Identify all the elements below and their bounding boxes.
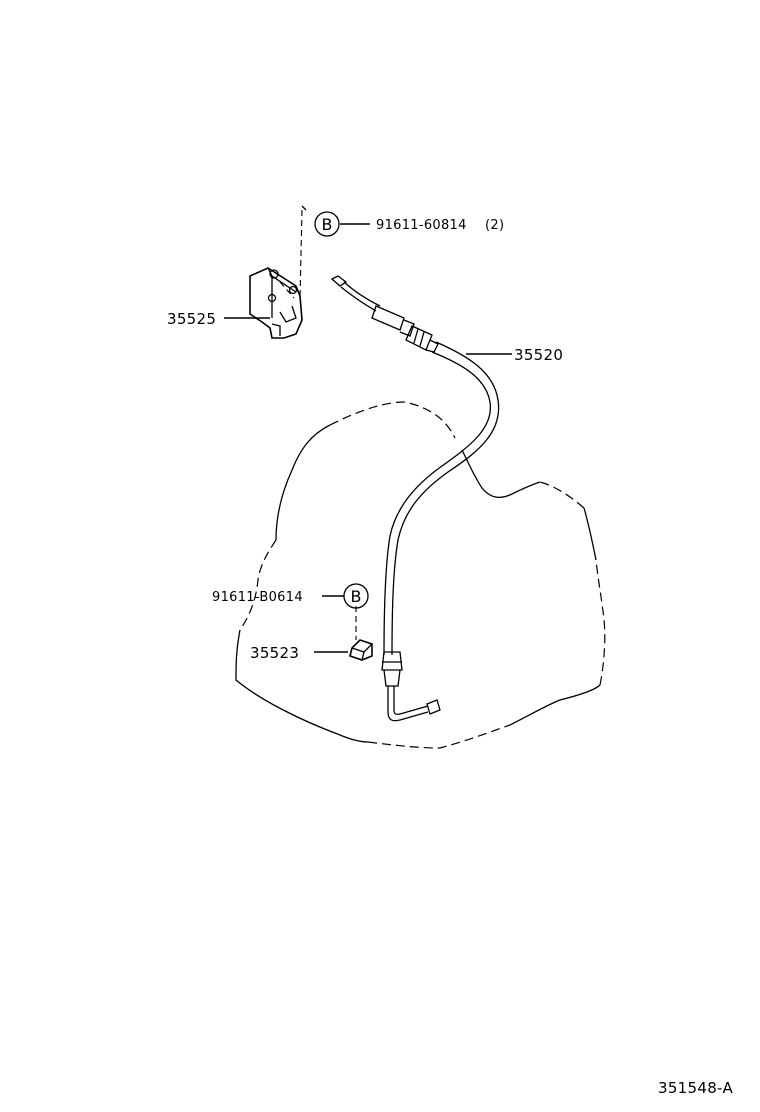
transmission-housing-outline	[235, 401, 606, 749]
callout-bolt-bottom: 91611-B0614	[212, 590, 303, 605]
callout-35520: 35520	[514, 346, 563, 364]
callout-35523: 35523	[250, 644, 299, 662]
throttle-cable-35520	[330, 275, 500, 722]
leader-lines	[224, 223, 512, 653]
badge-bottom-circle	[343, 583, 369, 609]
badge-bottom-letter: B	[351, 587, 362, 606]
figure-id: 351548-A	[658, 1079, 733, 1097]
bracket-35525	[249, 205, 307, 339]
badge-top-circle	[314, 211, 340, 237]
badge-bottom: B	[343, 583, 369, 609]
badge-top-letter: B	[322, 215, 333, 234]
callout-bolt-top-qty: (2)	[485, 218, 504, 233]
badge-top: B	[314, 211, 340, 237]
callout-bolt-top: 91611-60814	[376, 218, 467, 233]
callout-35525: 35525	[167, 310, 216, 328]
clip-35523	[349, 606, 373, 661]
